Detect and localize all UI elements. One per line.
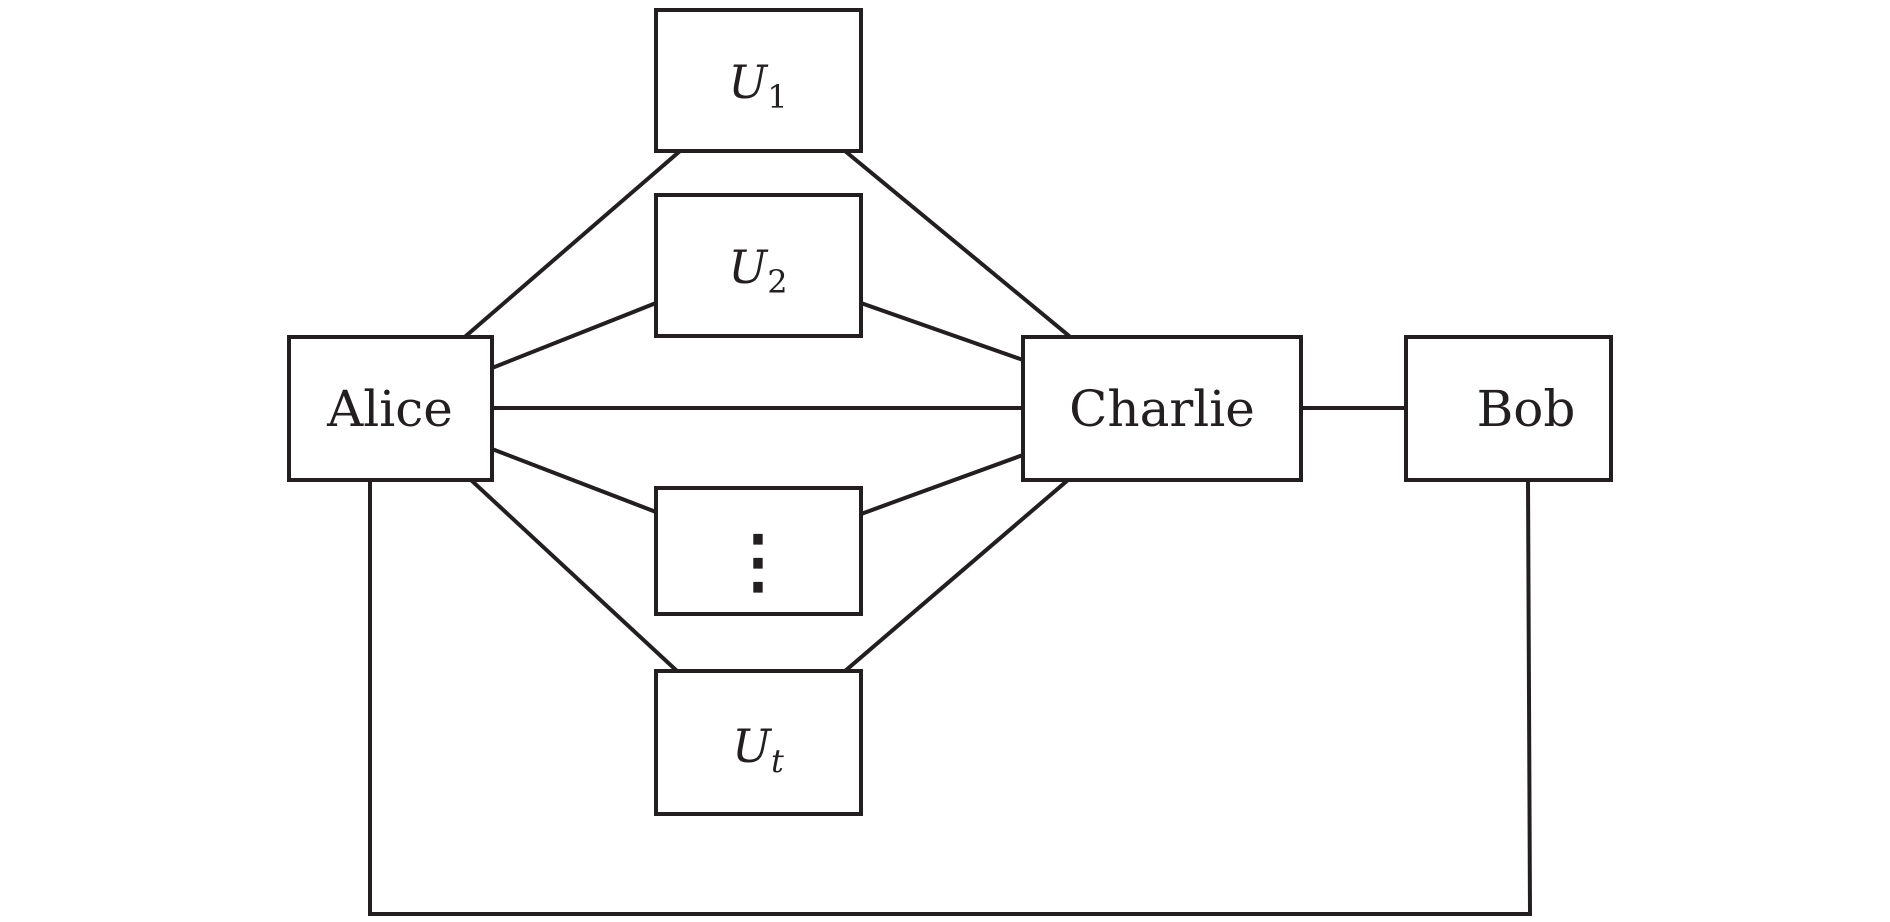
node-ellipsis-label: ⋮	[723, 519, 793, 602]
edge-alice-bob-bottom	[368, 477, 1533, 916]
node-charlie-box	[1021, 335, 1303, 482]
node-bob: Bob	[1404, 335, 1613, 482]
node-ellipsis-box	[654, 486, 863, 616]
node-charlie-label: Charlie	[1069, 380, 1255, 438]
node-u1: U1	[654, 8, 863, 153]
node-charlie: Charlie	[1021, 335, 1303, 482]
node-alice: Alice	[287, 335, 494, 482]
edge-alice-dots	[489, 446, 659, 515]
node-u2-box	[654, 193, 863, 338]
node-bob-label: Bob	[1477, 380, 1576, 438]
node-u1-label: U1	[728, 55, 787, 116]
node-alice-label: Alice	[326, 380, 453, 438]
node-ut-label: Ut	[732, 719, 784, 780]
node-alice-box	[287, 335, 494, 482]
edge-alice-u2	[489, 300, 659, 371]
node-ellipsis: ⋮	[654, 486, 863, 616]
edge-u2-charlie	[858, 300, 1026, 363]
edge-u1-charlie	[842, 148, 1071, 338]
node-ut-box	[654, 669, 863, 816]
edge-alice-ut	[468, 477, 680, 674]
node-ut: Ut	[654, 669, 863, 816]
node-u2-label: U2	[728, 240, 787, 301]
edges	[368, 148, 1533, 916]
node-u1-box	[654, 8, 863, 153]
node-u2: U2	[654, 193, 863, 338]
edge-ut-charlie	[842, 477, 1071, 674]
edge-dots-charlie	[858, 452, 1026, 517]
edge-alice-u1	[464, 148, 683, 338]
node-bob-box	[1404, 335, 1613, 482]
